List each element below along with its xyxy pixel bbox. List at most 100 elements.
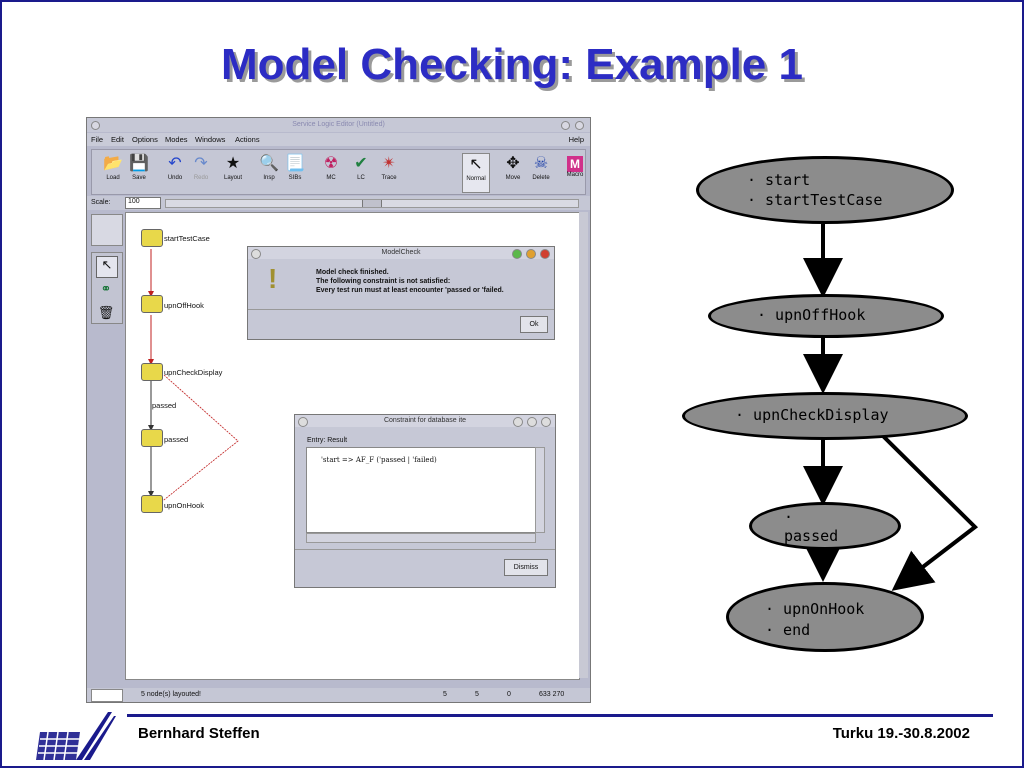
preview-box xyxy=(91,214,123,246)
scale-bar: Scale: 100 xyxy=(87,196,590,210)
phone-node-icon[interactable] xyxy=(141,363,163,381)
scale-select[interactable]: 100 xyxy=(125,197,161,209)
menu-windows[interactable]: Windows xyxy=(195,135,226,144)
select-tool-icon[interactable]: ↖ xyxy=(96,256,118,278)
scale-label: Scale: xyxy=(91,199,111,206)
status-value: 5 xyxy=(443,691,447,698)
mode-tools: ↖ ⚭ 🗑 xyxy=(91,252,123,324)
trace-button[interactable]: ✴Trace xyxy=(376,153,402,191)
layout-button[interactable]: ★Layout xyxy=(220,153,246,191)
status-bar: 5 node(s) layouted! 5 5 0 633 270 xyxy=(87,688,590,702)
redo-button[interactable]: ↷Redo xyxy=(188,153,214,191)
footer-author: Bernhard Steffen xyxy=(138,725,260,742)
node-label: upnOffHook xyxy=(164,301,204,310)
sibs-button[interactable]: 📃SIBs xyxy=(282,153,308,191)
node-label: upnOnHook xyxy=(164,501,205,510)
status-message: 5 node(s) layouted! xyxy=(141,691,201,698)
load-button[interactable]: 📂Load xyxy=(100,153,126,191)
dialog-maximize-icon[interactable] xyxy=(526,249,536,259)
node-label: passed xyxy=(164,435,189,444)
insp-button[interactable]: 🔍Insp xyxy=(256,153,282,191)
slide-title: Model Checking: Example 1 xyxy=(221,40,803,89)
warning-icon: ! xyxy=(268,263,278,294)
horizontal-slider[interactable] xyxy=(165,199,579,208)
toolbar: 📂Load 💾Save ↶Undo ↷Redo ★Layout 🔍Insp 📃S… xyxy=(91,149,586,195)
phone-node-icon[interactable] xyxy=(141,295,163,313)
local-check-icon: ✔ xyxy=(354,155,368,172)
phone-node-icon[interactable] xyxy=(141,495,163,513)
maximize-icon[interactable] xyxy=(575,121,584,130)
formula-vscroll[interactable] xyxy=(535,447,545,533)
menu-file[interactable]: File xyxy=(91,135,104,144)
sib-node-icon[interactable] xyxy=(141,429,163,447)
pointer-icon: ↖ xyxy=(469,156,483,173)
dialog-title: Constraint for database ite xyxy=(295,415,555,427)
menu-edit[interactable]: Edit xyxy=(111,135,124,144)
dialog-divider xyxy=(295,549,555,550)
dialog-title: ModelCheck xyxy=(248,247,554,259)
trash-icon[interactable]: 🗑 xyxy=(97,305,115,320)
menu-modes[interactable]: Modes xyxy=(165,135,188,144)
status-box xyxy=(91,689,123,702)
edge-1-arrow xyxy=(148,291,154,297)
sib-node-icon[interactable] xyxy=(141,229,163,247)
dismiss-button[interactable]: Dismiss xyxy=(504,559,548,576)
slider-thumb[interactable] xyxy=(362,200,382,207)
diagram-node-upnoffhook: · upnOffHook xyxy=(708,294,944,338)
status-value: 0 xyxy=(507,691,511,698)
layout-icon: ★ xyxy=(225,155,241,172)
dialog-message: Model check finished. The following cons… xyxy=(316,269,504,294)
window-menu-icon[interactable] xyxy=(91,121,100,130)
university-logo xyxy=(36,712,116,761)
undo-button[interactable]: ↶Undo xyxy=(162,153,188,191)
delete-mode-button[interactable]: ☠Delete xyxy=(528,153,554,191)
formula-textarea[interactable]: 'start => AF_F ('passed | 'failed) xyxy=(306,447,536,533)
diagram-node-start: · start · startTestCase xyxy=(696,156,954,224)
edge-3-arrow xyxy=(148,425,154,431)
normal-mode-button[interactable]: ↖Normal xyxy=(462,153,490,193)
connect-tool-icon[interactable]: ⚭ xyxy=(100,281,112,296)
formula-hscroll[interactable] xyxy=(306,533,536,543)
move-icon: ✥ xyxy=(506,155,520,172)
diagram-node-upncheckdisplay: · upnCheckDisplay xyxy=(682,392,968,440)
save-button[interactable]: 💾Save xyxy=(126,153,152,191)
move-mode-button[interactable]: ✥Move xyxy=(500,153,526,191)
window-titlebar[interactable]: Service Logic Editor (Untitled) xyxy=(87,118,590,132)
mc-button[interactable]: ☢MC xyxy=(318,153,344,191)
menu-options[interactable]: Options xyxy=(132,135,158,144)
minimize-icon[interactable] xyxy=(561,121,570,130)
modelcheck-dialog: ModelCheck ! Model check finished. The f… xyxy=(247,246,555,340)
tool-palette: ↖ ⚭ 🗑 xyxy=(89,212,123,682)
dialog-menu-icon[interactable] xyxy=(251,249,261,259)
inspect-icon: 🔍 xyxy=(259,155,279,172)
service-logic-editor-window: Service Logic Editor (Untitled) File Edi… xyxy=(86,117,591,703)
redo-icon: ↷ xyxy=(194,155,208,172)
dialog-close-icon[interactable] xyxy=(541,417,551,427)
dialog-maximize-icon[interactable] xyxy=(527,417,537,427)
model-check-icon: ☢ xyxy=(323,155,339,172)
edge-5 xyxy=(159,374,239,504)
status-coords: 633 270 xyxy=(539,691,565,698)
dialog-menu-icon[interactable] xyxy=(298,417,308,427)
node-label: upnCheckDisplay xyxy=(164,368,223,377)
footer-rule xyxy=(127,714,993,717)
lc-button[interactable]: ✔LC xyxy=(348,153,374,191)
node-label: startTestCase xyxy=(164,234,210,243)
vertical-scrollbar[interactable] xyxy=(579,212,588,678)
save-icon: 💾 xyxy=(129,155,149,172)
dialog-close-icon[interactable] xyxy=(540,249,550,259)
menu-actions[interactable]: Actions xyxy=(235,135,260,144)
menu-help[interactable]: Help xyxy=(568,135,584,144)
dialog-minimize-icon[interactable] xyxy=(513,417,523,427)
status-value: 5 xyxy=(475,691,479,698)
macro-icon: M xyxy=(567,156,583,172)
ok-button[interactable]: Ok xyxy=(520,316,548,333)
canvas-edges xyxy=(148,249,239,504)
diagram-node-upnonhook: · upnOnHook · end xyxy=(726,582,924,652)
menubar: File Edit Options Modes Windows Actions … xyxy=(87,133,590,146)
edge-4-arrow xyxy=(148,491,154,497)
folder-icon: 📂 xyxy=(103,155,123,172)
delete-icon: ☠ xyxy=(533,155,549,172)
dialog-minimize-icon[interactable] xyxy=(512,249,522,259)
